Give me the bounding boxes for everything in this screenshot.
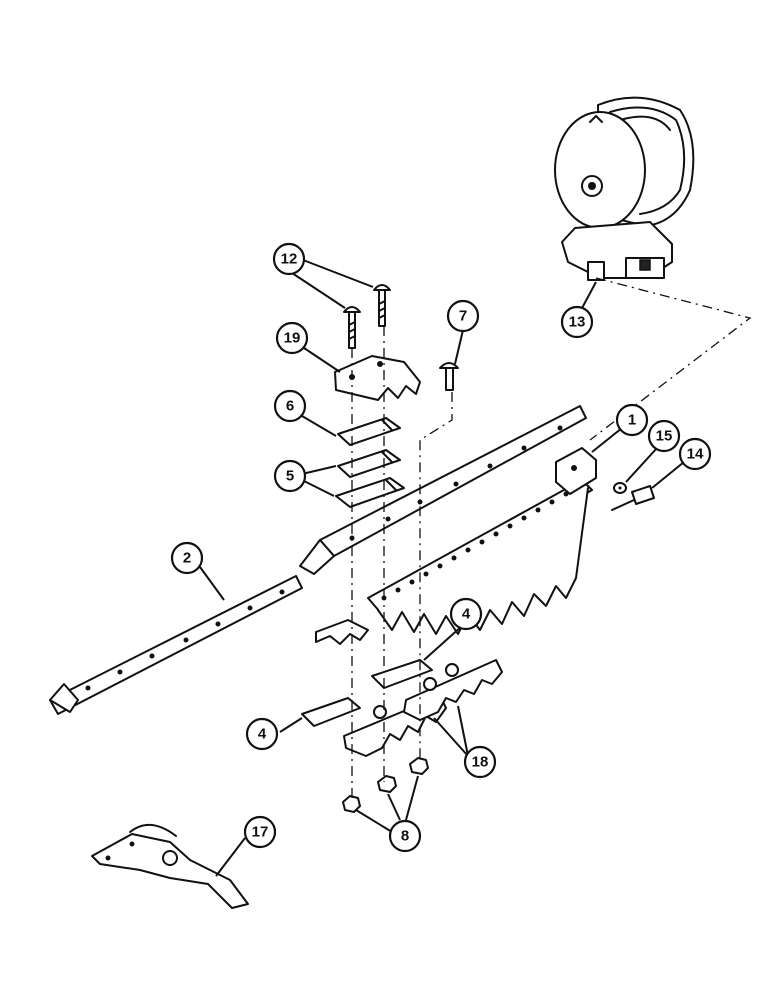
callout-4-lower-label: 4: [258, 726, 267, 743]
callout-5: 5: [273, 459, 307, 493]
callout-17: 17: [243, 815, 277, 849]
clip-19: [334, 355, 421, 401]
callout-13-label: 13: [569, 314, 586, 331]
callout-1-label: 1: [628, 412, 636, 429]
callout-6: 6: [273, 389, 307, 423]
callout-19: 19: [275, 321, 309, 355]
callout-1: 1: [615, 403, 649, 437]
wear-plate-4-lower: [301, 697, 361, 727]
callout-12: 12: [272, 242, 306, 276]
callout-14: 14: [678, 437, 712, 471]
shim-6: [337, 417, 401, 446]
bolt-12-right: [373, 284, 391, 327]
callout-4-lower: 4: [245, 717, 279, 751]
wear-plate-4-upper: [371, 659, 433, 689]
bolt-7: [439, 362, 459, 391]
cutter-bar-left: [49, 575, 303, 715]
callout-5-label: 5: [286, 468, 294, 485]
knife-assembly: [367, 447, 597, 635]
leader-lines: [199, 259, 685, 877]
drive-unit: [554, 96, 695, 281]
callout-7: 7: [446, 299, 480, 333]
callout-18: 18: [463, 745, 497, 779]
callout-4-upper-label: 4: [462, 606, 471, 623]
nut-8-c: [409, 757, 429, 775]
knife-head-17: [91, 824, 249, 909]
nut-8-b: [377, 775, 397, 793]
bolt-14: [611, 485, 655, 511]
nut-8-a: [342, 795, 361, 813]
callout-6-label: 6: [286, 398, 294, 415]
callout-2-label: 2: [183, 550, 191, 567]
callout-18-label: 18: [472, 754, 489, 771]
cutter-bar-right: [299, 405, 587, 575]
callout-8: 8: [388, 819, 422, 853]
callout-7-label: 7: [459, 308, 467, 325]
callout-14-label: 14: [687, 446, 704, 463]
callout-19-label: 19: [284, 330, 301, 347]
washer-15: [613, 482, 627, 494]
callout-12-label: 12: [281, 251, 298, 268]
shim-5a: [337, 449, 401, 478]
callout-2: 2: [170, 541, 204, 575]
callout-15: 15: [647, 419, 681, 453]
callout-8-label: 8: [401, 828, 409, 845]
bolt-12-left: [343, 306, 361, 349]
callout-17-label: 17: [252, 824, 269, 841]
callout-15-label: 15: [656, 428, 673, 445]
callout-13: 13: [560, 305, 594, 339]
callout-4-upper: 4: [449, 597, 483, 631]
guard-small: [315, 619, 369, 645]
alignment-lines: [351, 277, 752, 800]
shim-5b: [335, 477, 405, 508]
